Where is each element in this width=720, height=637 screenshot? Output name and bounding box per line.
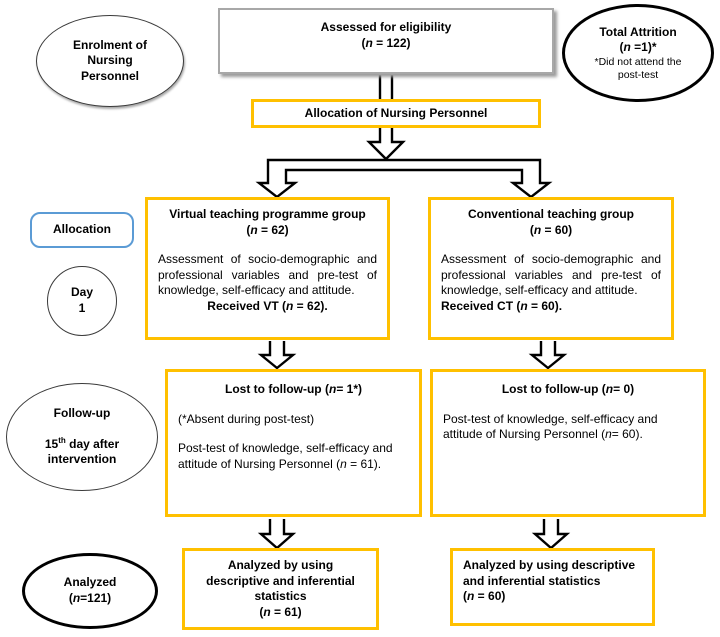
eligibility-box: Assessed for eligibility (n = 122) — [218, 8, 554, 74]
arrow-left-group-to-lost — [257, 341, 297, 370]
day-number: 1 — [78, 301, 86, 315]
virtual-group-received: Received VT (n = 62). — [207, 298, 328, 313]
conventional-analyzed-n: (n = 60) — [463, 589, 506, 604]
virtual-group-body: Assessment of socio-demographic and prof… — [158, 252, 377, 298]
day1-circle: Day 1 — [47, 266, 117, 336]
analyzed-oval: Analyzed (n=121) — [22, 553, 158, 629]
attrition-note-line1: *Did not attend the — [594, 56, 682, 68]
followup-oval: Follow-up 15th day after intervention — [6, 383, 158, 491]
virtual-lost-note: (*Absent during post-test) — [178, 411, 315, 426]
allocation-stage-pill: Allocation — [30, 212, 134, 248]
allocation-banner-label: Allocation of Nursing Personnel — [304, 105, 488, 120]
virtual-analyzed-box: Analyzed by using descriptive and infere… — [182, 548, 379, 630]
followup-title: Follow-up — [53, 406, 111, 421]
branch-bar-with-arrows — [255, 158, 553, 199]
analyzed-word: Analyzed — [63, 575, 117, 590]
enrolment-oval: Enrolment of Nursing Personnel — [36, 15, 184, 107]
eligibility-line1: Assessed for eligibility — [320, 20, 452, 34]
arrow-left-lost-to-analyzed — [257, 519, 297, 550]
conventional-analyzed-box: Analyzed by using descriptive and infere… — [450, 548, 655, 626]
analyzed-oval-n: (n=121) — [68, 591, 112, 605]
conventional-lost-title: Lost to follow-up (n= 0) — [501, 382, 635, 396]
conventional-lost-box: Lost to follow-up (n= 0) Post-test of kn… — [430, 369, 706, 517]
conventional-group-n: (n = 60) — [529, 222, 573, 237]
followup-subtitle: 15th day after intervention — [44, 435, 120, 467]
arrow-right-group-to-lost — [528, 341, 568, 370]
allocation-stage-label: Allocation — [52, 222, 111, 237]
conventional-group-body: Assessment of socio-demographic and prof… — [441, 252, 661, 298]
virtual-group-title: Virtual teaching programme group — [169, 207, 366, 221]
attrition-line1: Total Attrition — [599, 24, 677, 39]
conventional-group-received: Received CT (n = 60). — [441, 298, 563, 313]
virtual-analyzed-n: (n = 61) — [259, 604, 302, 619]
allocation-banner: Allocation of Nursing Personnel — [251, 99, 541, 128]
arrow-right-lost-to-analyzed — [531, 519, 571, 550]
virtual-analyzed-text: Analyzed by using descriptive and infere… — [206, 558, 355, 604]
conventional-analyzed-text: Analyzed by using descriptive and infere… — [463, 558, 636, 588]
attrition-note-line2: post-test — [617, 68, 659, 81]
attrition-oval: Total Attrition (n =1)* *Did not attend … — [562, 4, 714, 102]
attrition-line2: (n =1)* — [619, 40, 657, 55]
virtual-lost-box: Lost to follow-up (n= 1*) (*Absent durin… — [165, 369, 422, 517]
conventional-group-box: Conventional teaching group (n = 60) Ass… — [428, 197, 674, 340]
conventional-lost-body: Post-test of knowledge, self-efficacy an… — [443, 411, 658, 442]
virtual-group-n: (n = 62) — [246, 222, 289, 237]
eligibility-line2: (n = 122) — [361, 35, 411, 50]
day-word: Day — [70, 285, 93, 300]
conventional-group-title: Conventional teaching group — [467, 207, 634, 221]
virtual-group-box: Virtual teaching programme group (n = 62… — [145, 197, 390, 340]
virtual-lost-title: Lost to follow-up (n= 1*) — [225, 382, 362, 396]
enrolment-label: Enrolment of Nursing Personnel — [73, 37, 147, 83]
virtual-lost-body: Post-test of knowledge, self-efficacy an… — [178, 441, 393, 471]
